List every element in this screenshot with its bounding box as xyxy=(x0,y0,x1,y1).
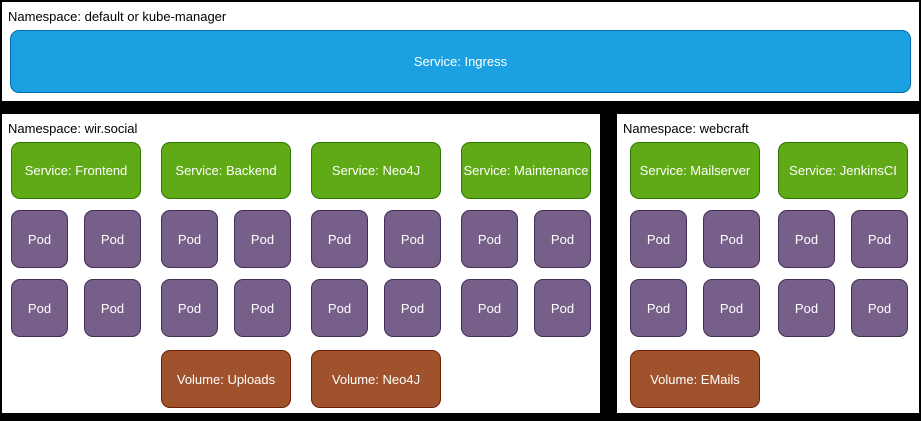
service-node: Service: JenkinsCI xyxy=(778,142,908,199)
namespace-label: Namespace: wir.social xyxy=(8,121,138,136)
pod-node: Pod xyxy=(534,279,591,337)
pod-node: Pod xyxy=(703,279,760,337)
pod-node: Pod xyxy=(161,210,218,268)
pod-node: Pod xyxy=(703,210,760,268)
namespace-label: Namespace: default or kube-manager xyxy=(8,9,227,24)
pod-node: Pod xyxy=(84,279,141,337)
service-node: Service: Maintenance xyxy=(461,142,591,199)
pod-node: Pod xyxy=(234,210,291,268)
pod-node: Pod xyxy=(534,210,591,268)
service-node: Service: Neo4J xyxy=(311,142,441,199)
pod-node: Pod xyxy=(161,279,218,337)
pod-node: Pod xyxy=(84,210,141,268)
pod-node: Pod xyxy=(630,210,687,268)
pod-node: Pod xyxy=(384,279,441,337)
pod-node: Pod xyxy=(851,279,908,337)
pod-node: Pod xyxy=(851,210,908,268)
service-node: Service: Backend xyxy=(161,142,291,199)
pod-node: Pod xyxy=(234,279,291,337)
pod-node: Pod xyxy=(311,210,368,268)
pod-node: Pod xyxy=(11,210,68,268)
pod-node: Pod xyxy=(311,279,368,337)
volume-node: Volume: Uploads xyxy=(161,350,291,408)
service-node: Service: Frontend xyxy=(11,142,141,199)
pod-node: Pod xyxy=(778,279,835,337)
volume-node: Volume: Neo4J xyxy=(311,350,441,408)
namespace-panel-default-kube-manager: Namespace: default or kube-manager Servi… xyxy=(2,2,919,101)
pod-node: Pod xyxy=(11,279,68,337)
pod-node: Pod xyxy=(461,279,518,337)
service-node-ingress: Service: Ingress xyxy=(10,30,911,93)
service-node: Service: Mailserver xyxy=(630,142,760,199)
volume-node: Volume: EMails xyxy=(630,350,760,408)
pod-node: Pod xyxy=(630,279,687,337)
pod-node: Pod xyxy=(461,210,518,268)
pod-node: Pod xyxy=(384,210,441,268)
namespace-label: Namespace: webcraft xyxy=(623,121,749,136)
pod-node: Pod xyxy=(778,210,835,268)
